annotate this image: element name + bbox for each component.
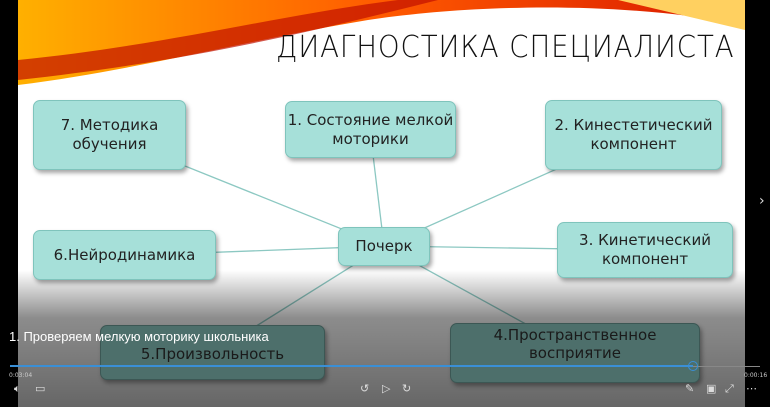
seek-progress — [10, 365, 693, 367]
seek-handle[interactable] — [687, 361, 698, 371]
subtitles-icon[interactable]: ▭ — [35, 382, 46, 395]
decorative-swoosh — [18, 0, 745, 85]
volume-icon[interactable]: 🔈︎ — [14, 382, 21, 395]
fullscreen-icon[interactable]: ⤢ — [725, 382, 734, 395]
node-kinesthetic: 2. Кинестетический компонент — [545, 100, 722, 170]
node-spatial: 4.Пространственное восприятие — [450, 323, 700, 383]
play-icon[interactable]: ▷ — [382, 382, 391, 395]
node-kinetic: 3. Кинетический компонент — [557, 222, 733, 278]
elapsed-time: 0:03:04 — [9, 372, 33, 379]
node-method: 7. Методика обучения — [33, 100, 186, 170]
edit-pencil-icon[interactable]: ✎ — [685, 382, 695, 395]
rewind-10-icon[interactable]: ↺ — [360, 382, 370, 395]
node-center-handwriting: Почерк — [338, 227, 430, 266]
mini-player-icon[interactable]: ▣ — [706, 382, 717, 395]
presentation-slide: ДИАГНОСТИКА СПЕЦИАЛИСТА 7. Методика обуч… — [18, 0, 745, 407]
node-fine-motor: 1. Состояние мелкой моторики — [285, 101, 456, 158]
node-neurodynamics: 6.Нейродинамика — [33, 230, 216, 280]
subtitle-caption: 1. Проверяем мелкую моторику школьника — [9, 329, 269, 344]
node-voluntariness: 5.Произвольность — [100, 325, 325, 380]
slide-title: ДИАГНОСТИКА СПЕЦИАЛИСТА — [276, 30, 735, 65]
remaining-time: 0:00:16 — [744, 372, 768, 379]
more-options-icon[interactable]: ⋯ — [746, 382, 757, 395]
forward-30-icon[interactable]: ↻ — [402, 382, 412, 395]
chevron-right-icon[interactable]: › — [759, 193, 765, 209]
